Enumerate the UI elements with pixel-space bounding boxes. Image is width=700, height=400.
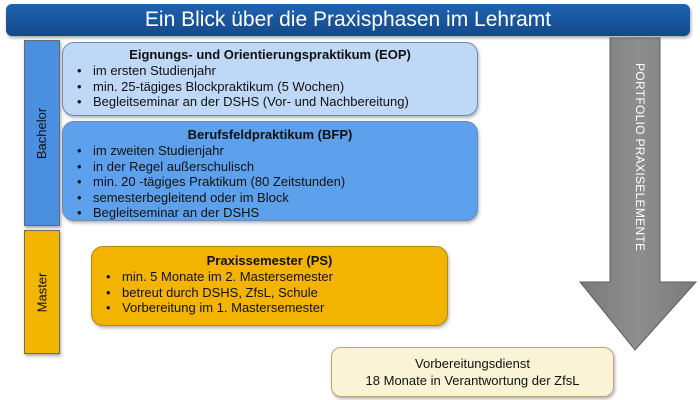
- eop-list: im ersten Studienjahr min. 25-tägiges Bl…: [69, 63, 471, 110]
- list-item: im ersten Studienjahr: [69, 63, 471, 79]
- vorbereitungsdienst-detail: 18 Monate in Verantwortung der ZfsL: [365, 373, 580, 388]
- list-item: min. 5 Monate im 2. Mastersemester: [98, 269, 441, 285]
- list-item: Begleitseminar an der DSHS: [69, 205, 471, 221]
- eop-heading: Eignungs- und Orientierungspraktikum (EO…: [129, 47, 411, 62]
- stage-label-master: Master: [24, 230, 60, 354]
- eop-box: Eignungs- und Orientierungspraktikum (EO…: [62, 42, 478, 116]
- list-item: semesterbegleitend oder im Block: [69, 190, 471, 206]
- list-item: betreut durch DSHS, ZfsL, Schule: [98, 285, 441, 301]
- vorbereitungsdienst-box: Vorbereitungsdienst 18 Monate in Verantw…: [331, 347, 614, 397]
- list-item: Begleitseminar an der DSHS (Vor- und Nac…: [69, 94, 471, 110]
- list-item: min. 20 -tägiges Praktikum (80 Zeitstund…: [69, 174, 471, 190]
- list-item: im zweiten Studienjahr: [69, 143, 471, 159]
- bfp-box: Berufsfeldpraktikum (BFP) im zweiten Stu…: [62, 121, 478, 221]
- portfolio-arrow: [578, 37, 698, 351]
- ps-list: min. 5 Monate im 2. Mastersemester betre…: [98, 269, 441, 316]
- bfp-list: im zweiten Studienjahr in der Regel auße…: [69, 143, 471, 221]
- stage-label-master-text: Master: [34, 272, 50, 312]
- list-item: in der Regel außerschulisch: [69, 159, 471, 175]
- stage-label-bachelor: Bachelor: [24, 40, 60, 226]
- list-item: min. 25-tägiges Blockpraktikum (5 Wochen…: [69, 79, 471, 95]
- ps-box: Praxissemester (PS) min. 5 Monate im 2. …: [91, 246, 448, 326]
- portfolio-arrow-shape: [578, 37, 698, 351]
- vorbereitungsdienst-title: Vorbereitungsdienst: [415, 356, 530, 371]
- portfolio-label: PORTFOLIO PRAXISELEMENTE: [633, 63, 647, 252]
- bfp-heading: Berufsfeldpraktikum (BFP): [187, 127, 353, 142]
- stage-label-bachelor-text: Bachelor: [34, 107, 50, 159]
- list-item: Vorbereitung im 1. Mastersemester: [98, 300, 441, 316]
- page-title: Ein Blick über die Praxisphasen im Lehra…: [6, 4, 690, 36]
- ps-heading: Praxissemester (PS): [206, 253, 333, 268]
